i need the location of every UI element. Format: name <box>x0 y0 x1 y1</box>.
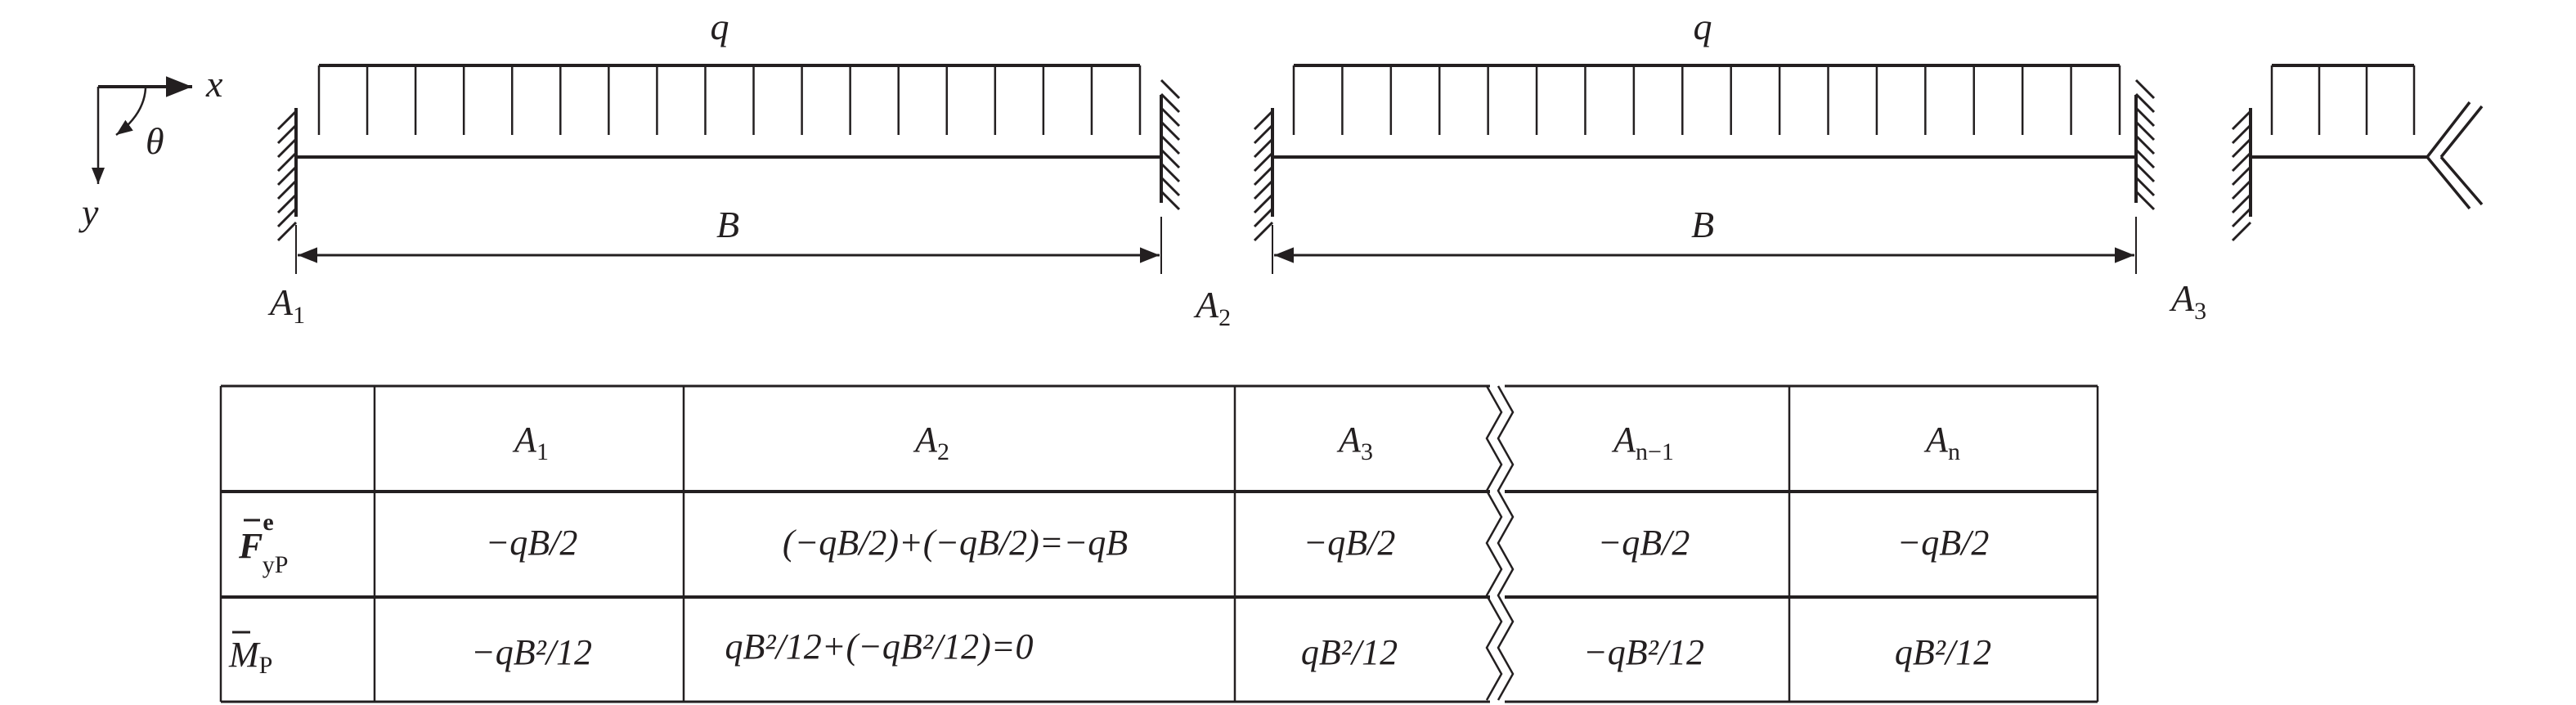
hatch-mark <box>276 179 298 200</box>
theta-label: θ <box>146 120 164 162</box>
table-cell: qB²/12+(−qB²/12)=0 <box>725 626 1034 667</box>
hatch-mark <box>2231 179 2252 200</box>
node-label-a2: A2 <box>1193 284 1231 331</box>
hatch-mark <box>1253 165 1274 186</box>
table-cell: −qB/2 <box>1897 523 1990 563</box>
beams <box>276 64 2484 274</box>
hatch-mark <box>1160 190 1181 211</box>
hatch-mark <box>1160 134 1181 155</box>
node-label-a1: A1 <box>267 281 305 329</box>
table-cell: −qB/2 <box>1304 523 1396 563</box>
hatch-mark <box>2134 148 2156 169</box>
hatch-mark <box>1160 162 1181 183</box>
table-break-line <box>1485 385 1503 701</box>
hatch-mark <box>1253 137 1274 159</box>
hatch-mark <box>1160 120 1181 141</box>
hatch-mark <box>1253 151 1274 173</box>
table-cell: −qB²/12 <box>471 632 592 672</box>
hatch-mark <box>276 151 298 173</box>
hatch-mark <box>2134 79 2156 100</box>
hatch-mark <box>2134 134 2156 155</box>
fixed-support-wall <box>1253 108 1274 242</box>
coordinate-axes: x y θ <box>79 63 223 233</box>
hatch-mark <box>1253 193 1274 214</box>
table-cell: qB²/12 <box>1895 632 1991 672</box>
hatch-mark <box>1160 92 1181 114</box>
hatch-mark <box>1160 176 1181 197</box>
hatch-mark <box>2134 162 2156 183</box>
table-grid <box>219 384 2099 703</box>
table-row-moment: MP −qB²/12 qB²/12+(−qB²/12)=0 qB²/12 −qB… <box>228 626 1991 679</box>
header-cell-an-1: An−1 <box>1611 420 1674 465</box>
hatch-mark <box>2231 193 2252 214</box>
table-header-row: A1 A2 A3 An−1 An <box>512 420 1960 465</box>
hatch-mark <box>276 110 298 131</box>
hatch-mark <box>276 207 298 228</box>
header-cell-a3: A3 <box>1336 420 1373 465</box>
length-label-span-1: B <box>716 204 739 245</box>
distributed-load <box>1292 64 2121 135</box>
row-label-fixed-end-moment: MP <box>228 635 272 679</box>
hatch-mark <box>276 123 298 145</box>
header-cell-a2: A2 <box>913 420 949 465</box>
table-break-line <box>1497 385 1515 701</box>
hatch-mark <box>2231 137 2252 159</box>
hatch-mark <box>2231 123 2252 145</box>
hatch-mark <box>1160 148 1181 169</box>
fixed-support-wall <box>2134 79 2156 211</box>
hatch-mark <box>2231 207 2252 228</box>
node-label-a3: A3 <box>2169 277 2206 325</box>
hatch-mark <box>2231 151 2252 173</box>
fixed-support-wall <box>1160 79 1181 211</box>
hatch-mark <box>276 221 298 242</box>
table-cell: −qB²/12 <box>1583 632 1704 672</box>
hatch-mark <box>276 165 298 186</box>
load-label-span-2: q <box>1694 6 1712 47</box>
table-cell: −qB/2 <box>486 523 578 563</box>
hatch-mark <box>1253 110 1274 131</box>
hatch-mark <box>276 137 298 159</box>
table-cell: qB²/12 <box>1301 632 1398 672</box>
y-axis-label: y <box>79 191 99 233</box>
hatch-mark <box>2134 176 2156 197</box>
hatch-mark <box>2134 92 2156 114</box>
distributed-load <box>2270 64 2416 135</box>
hatch-mark <box>2134 190 2156 211</box>
header-cell-a1: A1 <box>512 420 549 465</box>
hatch-mark <box>1253 123 1274 145</box>
hatch-mark <box>276 193 298 214</box>
hatch-mark <box>1160 79 1181 100</box>
length-label-span-2: B <box>1691 204 1714 245</box>
hatch-mark <box>2231 110 2252 131</box>
load-label-span-1: q <box>711 6 729 47</box>
hatch-mark <box>2231 165 2252 186</box>
x-axis-label: x <box>205 63 223 105</box>
distributed-load <box>317 64 1142 135</box>
fixed-support-wall <box>276 108 298 242</box>
break-symbol <box>2426 101 2484 210</box>
hatch-mark <box>1253 207 1274 228</box>
header-cell-an: An <box>1923 420 1960 465</box>
hatch-mark <box>1253 221 1274 242</box>
hatch-mark <box>2231 221 2252 242</box>
hatch-mark <box>2134 120 2156 141</box>
hatch-mark <box>1160 106 1181 128</box>
theta-arrow <box>115 88 147 137</box>
hatch-mark <box>1253 179 1274 200</box>
hatch-mark <box>2134 106 2156 128</box>
table-cell: (−qB/2)+(−qB/2)=−qB <box>783 523 1128 563</box>
fixed-support-wall <box>2231 108 2252 242</box>
table-cell: −qB/2 <box>1598 523 1690 563</box>
